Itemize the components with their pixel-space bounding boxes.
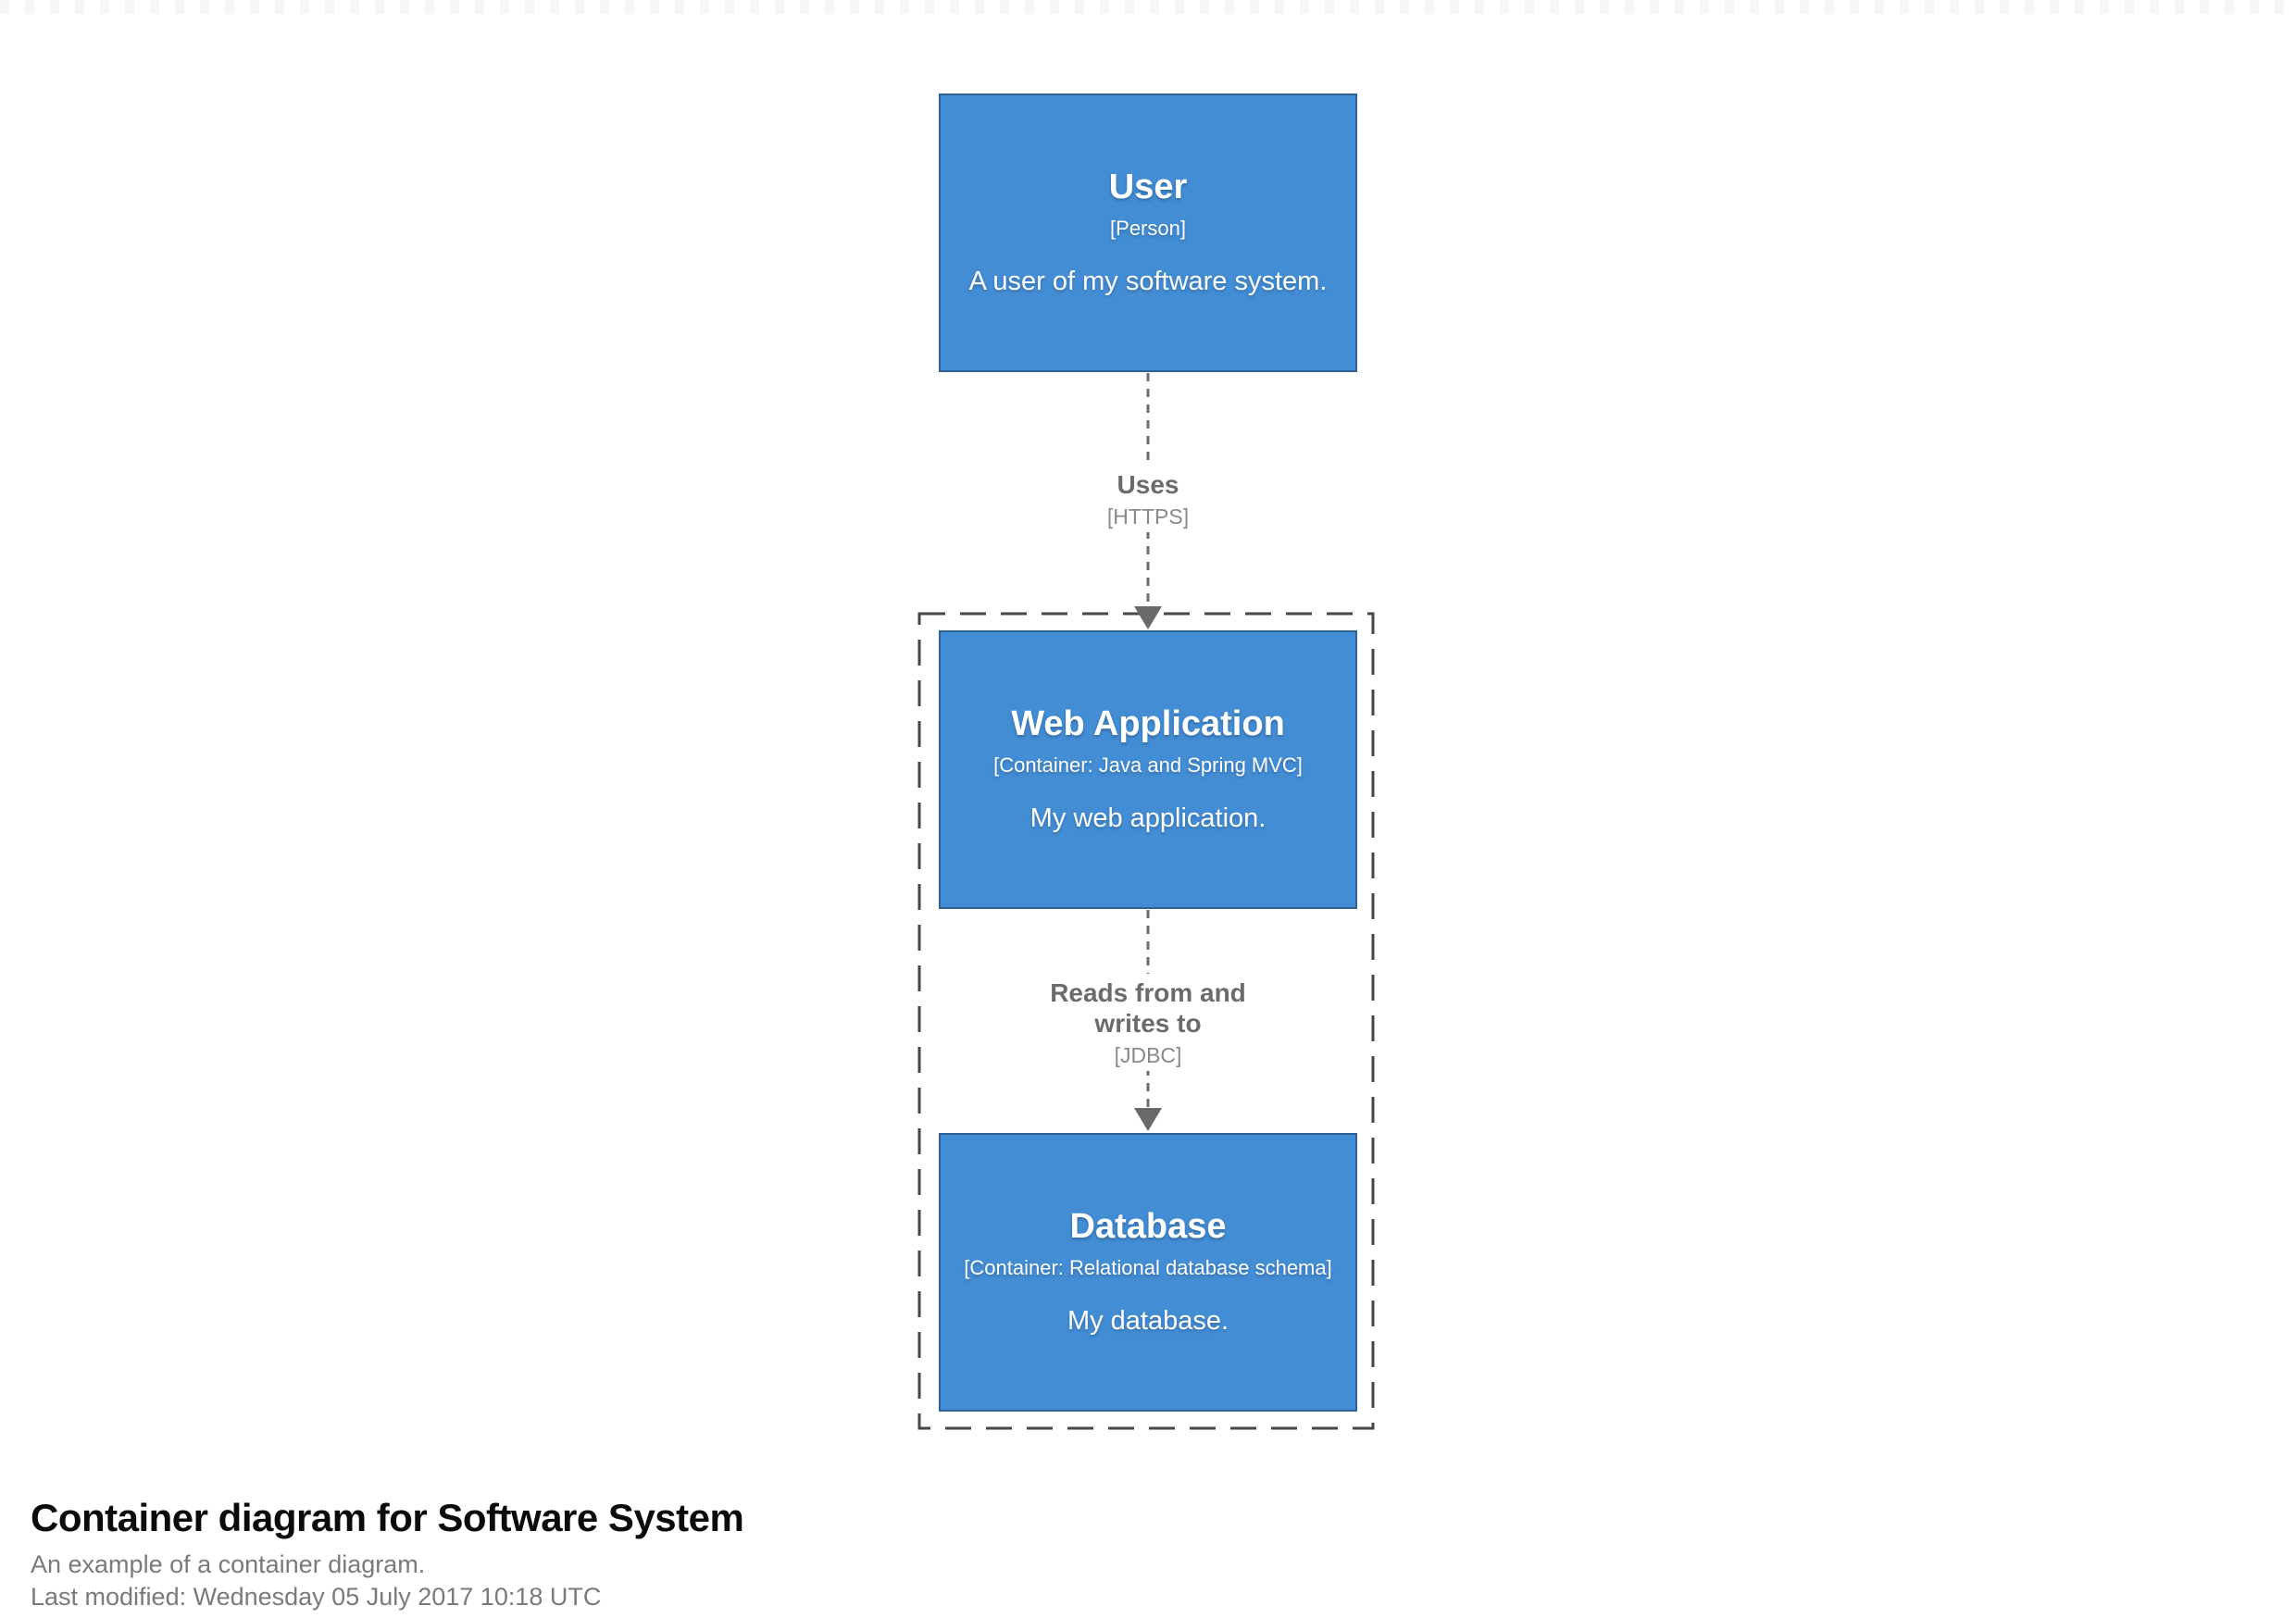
page-title: Container diagram for Software System [31, 1496, 744, 1539]
relationship-reads-writes-label: Reads from and writes to [1050, 978, 1246, 1039]
element-web-application-meta: [Container: Java and Spring MVC] [993, 753, 1303, 777]
element-database-meta: [Container: Relational database schema] [964, 1255, 1332, 1279]
element-web-application-name: Web Application [1011, 704, 1285, 744]
relationship-uses[interactable]: Uses [HTTPS] [1097, 466, 1199, 533]
diagram-metadata: Container diagram for Software System An… [31, 1496, 744, 1613]
element-database-description: My database. [1067, 1306, 1229, 1337]
element-database[interactable]: Database [Container: Relational database… [939, 1133, 1357, 1412]
element-user-meta: [Person] [1110, 216, 1186, 240]
element-web-application-description: My web application. [1029, 803, 1267, 834]
page-last-modified: Last modified: Wednesday 05 July 2017 10… [31, 1583, 602, 1612]
arrowhead-webapp-database [1134, 1108, 1162, 1131]
element-web-application[interactable]: Web Application [Container: Java and Spr… [939, 630, 1357, 909]
relationship-reads-writes-technology: [JDBC] [1114, 1043, 1182, 1068]
element-user-name: User [1108, 168, 1188, 207]
relationship-reads-writes[interactable]: Reads from and writes to [JDBC] [1023, 974, 1273, 1072]
top-edge-pattern [0, 0, 2296, 14]
element-user[interactable]: User [Person] A user of my software syst… [939, 93, 1357, 372]
relationship-uses-technology: [HTTPS] [1106, 504, 1190, 529]
relationship-uses-label: Uses [1117, 470, 1179, 499]
arrowhead-user-webapp [1134, 606, 1162, 629]
element-user-description: A user of my software system. [968, 267, 1328, 297]
page-subtitle: An example of a container diagram. [31, 1550, 426, 1579]
element-database-name: Database [1069, 1207, 1227, 1247]
